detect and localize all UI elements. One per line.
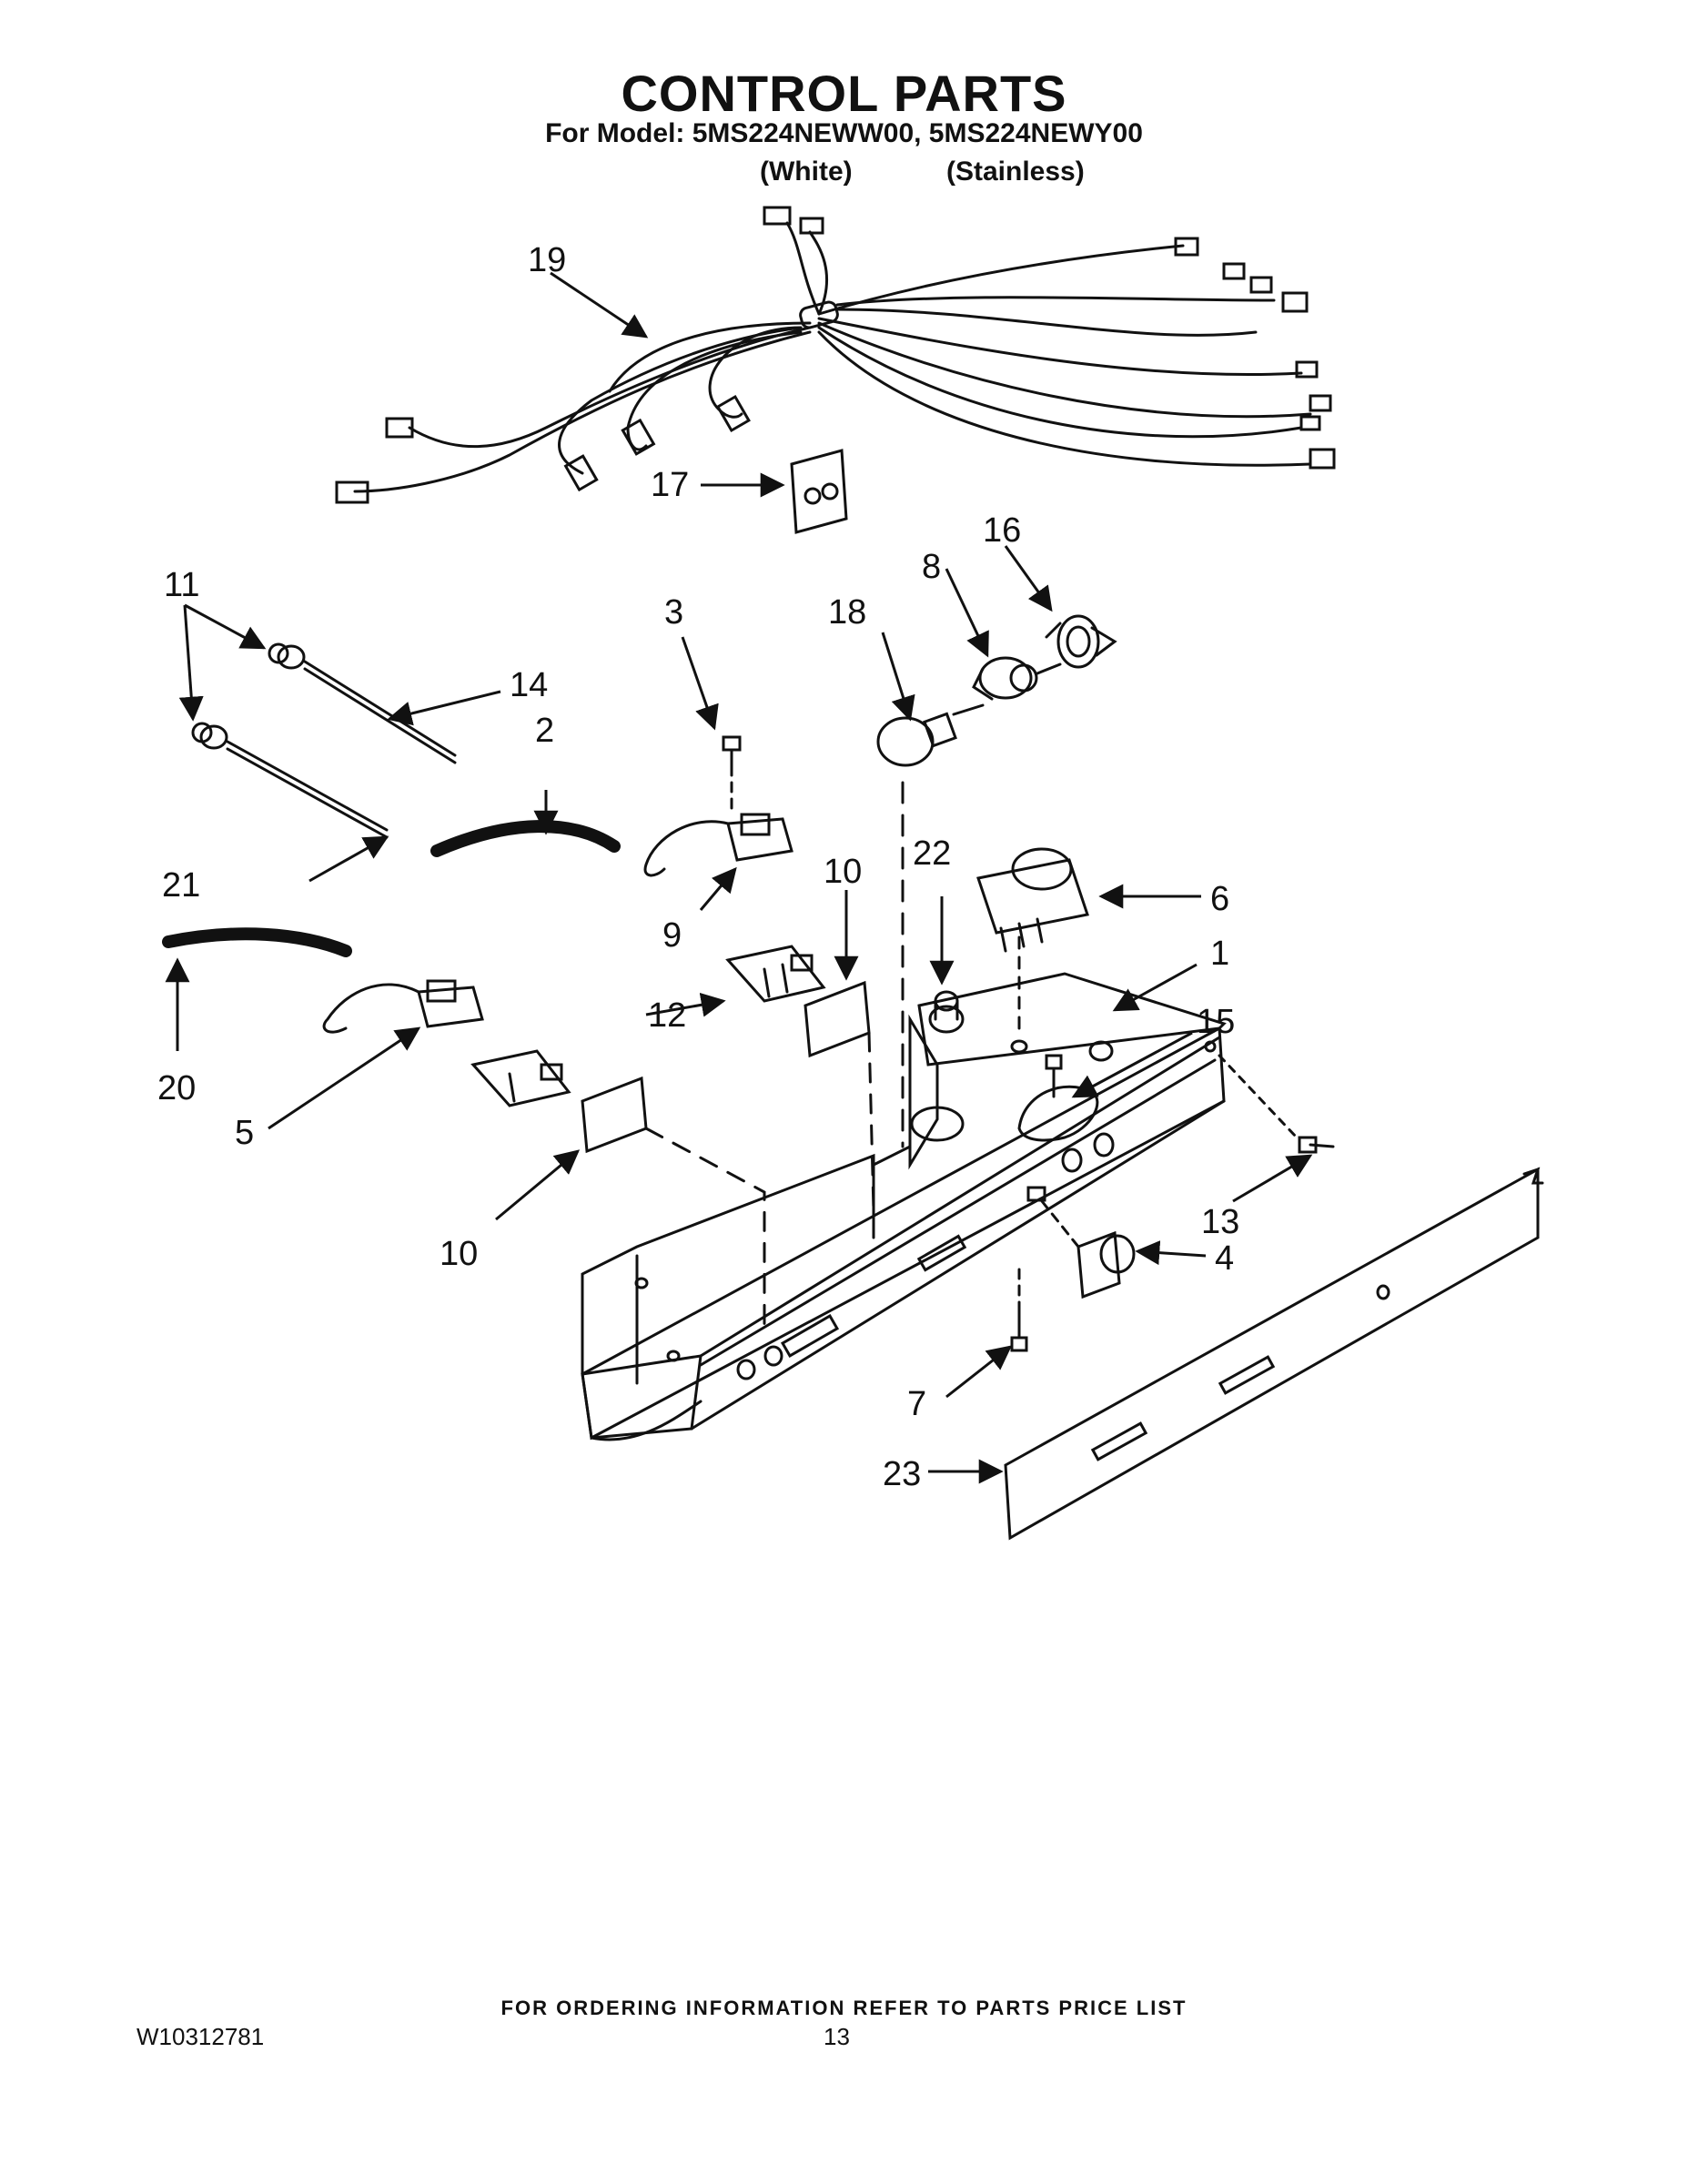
variant-white-label: (White) bbox=[760, 157, 853, 187]
mounting-plate bbox=[790, 449, 848, 534]
callout-14: 14 bbox=[510, 666, 548, 704]
tube-upper bbox=[430, 820, 621, 857]
callout-10-lower: 10 bbox=[440, 1235, 478, 1273]
label-lower bbox=[581, 1076, 648, 1154]
wire-harness bbox=[335, 206, 1336, 504]
callout-23: 23 bbox=[883, 1455, 921, 1493]
lamp-socket bbox=[972, 656, 1062, 701]
ordering-note: FOR ORDERING INFORMATION REFER TO PARTS … bbox=[500, 1997, 1188, 2019]
callout-19: 19 bbox=[528, 241, 566, 279]
model-subtitle: For Model: 5MS224NEWW00, 5MS224NEWY00 bbox=[545, 118, 1143, 148]
screw-bottom bbox=[1010, 1309, 1028, 1352]
bracket-upper bbox=[725, 945, 826, 1003]
callout-1: 1 bbox=[1210, 935, 1229, 973]
page-title: CONTROL PARTS bbox=[621, 65, 1067, 122]
callout-6: 6 bbox=[1210, 880, 1229, 918]
callout-15: 15 bbox=[1197, 1003, 1235, 1041]
defrost-timer bbox=[976, 847, 1089, 953]
callout-3: 3 bbox=[664, 593, 683, 632]
document-number: W10312781 bbox=[136, 2023, 265, 2050]
callout-9: 9 bbox=[662, 916, 682, 955]
page-number: 13 bbox=[824, 2023, 850, 2050]
rod-upper bbox=[268, 642, 457, 764]
label-upper bbox=[804, 980, 871, 1058]
tube-lower bbox=[162, 927, 352, 957]
door-switch bbox=[1076, 1230, 1136, 1299]
light-bulb bbox=[876, 703, 985, 767]
callout-5: 5 bbox=[235, 1114, 254, 1152]
lamp-socket-collar bbox=[1045, 614, 1117, 669]
control-housing bbox=[581, 972, 1227, 1441]
callout-10-upper: 10 bbox=[824, 853, 862, 891]
bracket-lower bbox=[470, 1049, 571, 1107]
variant-stainless-label: (Stainless) bbox=[946, 157, 1085, 187]
callout-18: 18 bbox=[828, 593, 866, 632]
trim-strip bbox=[1004, 1167, 1544, 1541]
callout-7: 7 bbox=[907, 1385, 926, 1423]
screw-side bbox=[1298, 1136, 1335, 1154]
callout-11: 11 bbox=[164, 566, 199, 604]
callout-21: 21 bbox=[162, 866, 200, 905]
switch-with-lead-lower bbox=[322, 979, 484, 1034]
rod-lower bbox=[191, 722, 389, 839]
screw-housing bbox=[1045, 1054, 1063, 1098]
callout-20: 20 bbox=[157, 1069, 196, 1107]
callout-13: 13 bbox=[1201, 1203, 1239, 1241]
callout-4: 4 bbox=[1215, 1239, 1234, 1278]
callout-22: 22 bbox=[913, 834, 951, 873]
callout-8: 8 bbox=[922, 548, 941, 586]
screw-top bbox=[722, 735, 742, 777]
callout-2: 2 bbox=[535, 712, 554, 750]
switch-with-lead bbox=[643, 813, 793, 877]
callout-16: 16 bbox=[983, 511, 1021, 550]
callout-12: 12 bbox=[648, 996, 686, 1035]
grommet bbox=[928, 990, 965, 1034]
callout-17: 17 bbox=[651, 466, 689, 504]
